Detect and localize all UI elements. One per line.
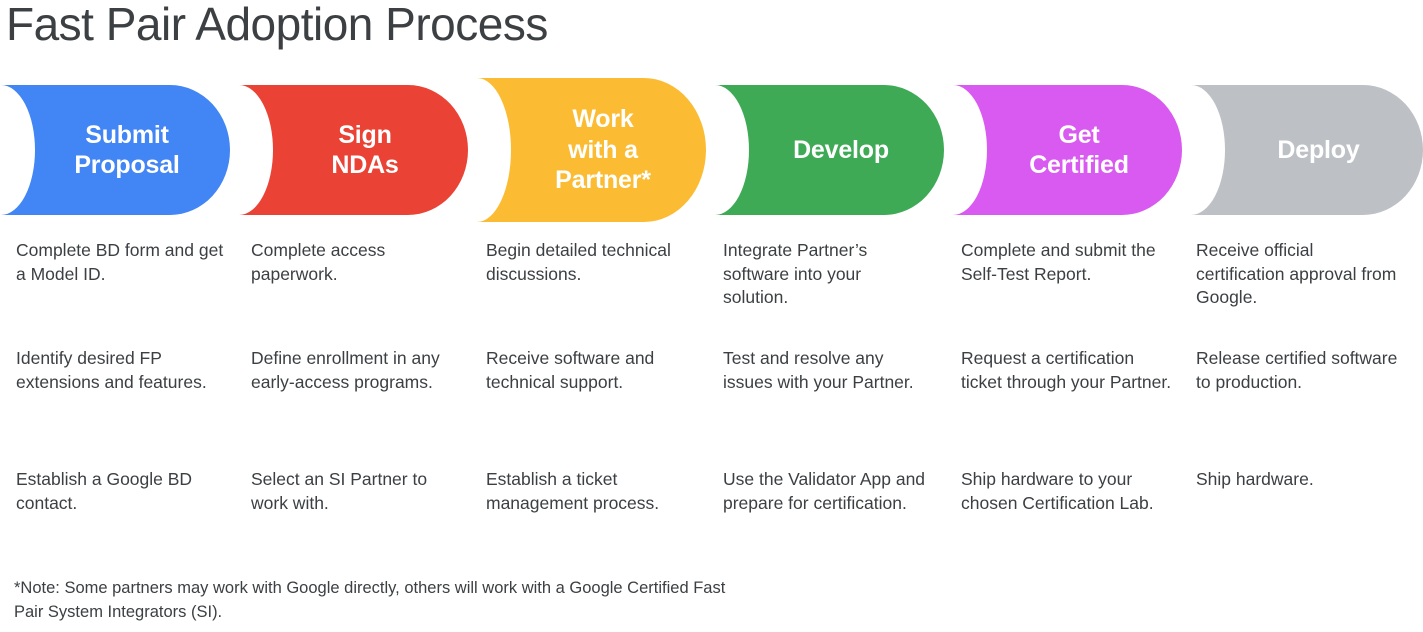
process-step-label-line2: Proposal (74, 151, 180, 179)
process-step-label-line2: Certified (1029, 151, 1129, 179)
process-step-detail-item: Integrate Partner’s software into your s… (723, 240, 868, 307)
page-title: Fast Pair Adoption Process (6, 0, 548, 50)
chevron-notch-icon (475, 78, 511, 222)
footnote-text: *Note: Some partners may work with Googl… (14, 579, 726, 621)
chevron-notch-icon (951, 85, 987, 215)
process-step-detail-item: Test and resolve any issues with your Pa… (723, 348, 914, 392)
chevron-notch-icon (713, 85, 749, 215)
process-step-detail-item: Establish a Google BD contact. (16, 469, 193, 513)
process-step-detail-item: Complete access paperwork. (251, 240, 386, 284)
process-step-label-line1: Work (572, 105, 634, 134)
chevron-notch-icon (1189, 85, 1225, 215)
process-step-detail-item: Ship hardware. (1196, 469, 1314, 489)
process-step-detail-item: Receive official certification approval … (1196, 240, 1397, 307)
process-step-label-line1: Submit (85, 120, 169, 149)
process-step-detail-item: Complete and submit the Self-Test Report… (961, 240, 1156, 284)
process-step-label-line1: Deploy (1277, 135, 1360, 164)
process-step-detail-item: Establish a ticket management process. (486, 469, 660, 513)
process-step-detail-item: Select an SI Partner to work with. (251, 469, 428, 513)
chevron-notch-icon (0, 85, 35, 215)
process-step-detail-item: Define enrollment in any early-access pr… (251, 348, 440, 392)
process-step-detail-item: Begin detailed technical discussions. (486, 240, 671, 284)
process-step-chevron-develop[interactable]: Develop (713, 85, 944, 215)
process-step-label-line1: Get (1058, 120, 1100, 149)
process-step-chevron-deploy[interactable]: Deploy (1189, 85, 1423, 215)
process-step-detail-item: Complete BD form and get a Model ID. (16, 240, 224, 284)
process-step-label: Deploy (1247, 135, 1365, 166)
process-step-label-line1: Sign (338, 120, 392, 149)
process-step-label-line3: Partner* (555, 166, 651, 195)
process-step-detail-item: Use the Validator App and prepare for ce… (723, 469, 926, 513)
process-step-detail-item: Ship hardware to your chosen Certificati… (961, 469, 1154, 513)
process-step-detail-item: Identify desired FP extensions and featu… (16, 348, 207, 392)
process-step-label-line2: with a (568, 135, 638, 164)
process-step-detail-item: Request a certification ticket through y… (961, 348, 1172, 392)
chevron-notch-icon (237, 85, 273, 215)
process-step-detail-item: Receive software and technical support. (486, 348, 655, 392)
process-step-label-line1: Develop (793, 135, 889, 164)
process-step-label-line2: NDAs (331, 151, 399, 179)
process-step-label: Develop (763, 135, 895, 166)
process-step-detail-item: Release certified software to production… (1196, 348, 1398, 392)
